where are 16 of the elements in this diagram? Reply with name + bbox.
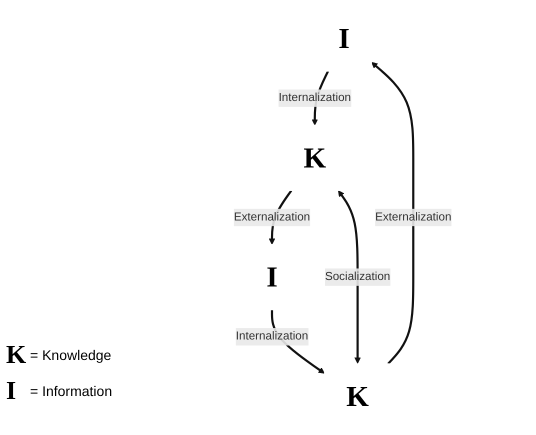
arrow [372,62,415,364]
node-text: K [304,141,326,174]
edge-label: Socialization [325,270,391,283]
key-symbol: K [6,340,28,370]
edge-label: Externalization [234,210,311,224]
key-text: = Information [30,383,112,399]
cycle-diagram: Externalization Internalization Socialization Externalization Internalization I K K I [228,0,458,435]
key-text: = Knowledge [30,347,112,363]
arrow [338,190,362,364]
node-text: I [338,22,350,55]
edge-label: Externalization [375,210,452,224]
node-text: K [346,380,370,412]
node-text: I [266,260,278,294]
edge-label: Internalization [278,92,352,104]
key-symbol: I [6,376,18,406]
edge-label: Internalization [236,330,309,343]
